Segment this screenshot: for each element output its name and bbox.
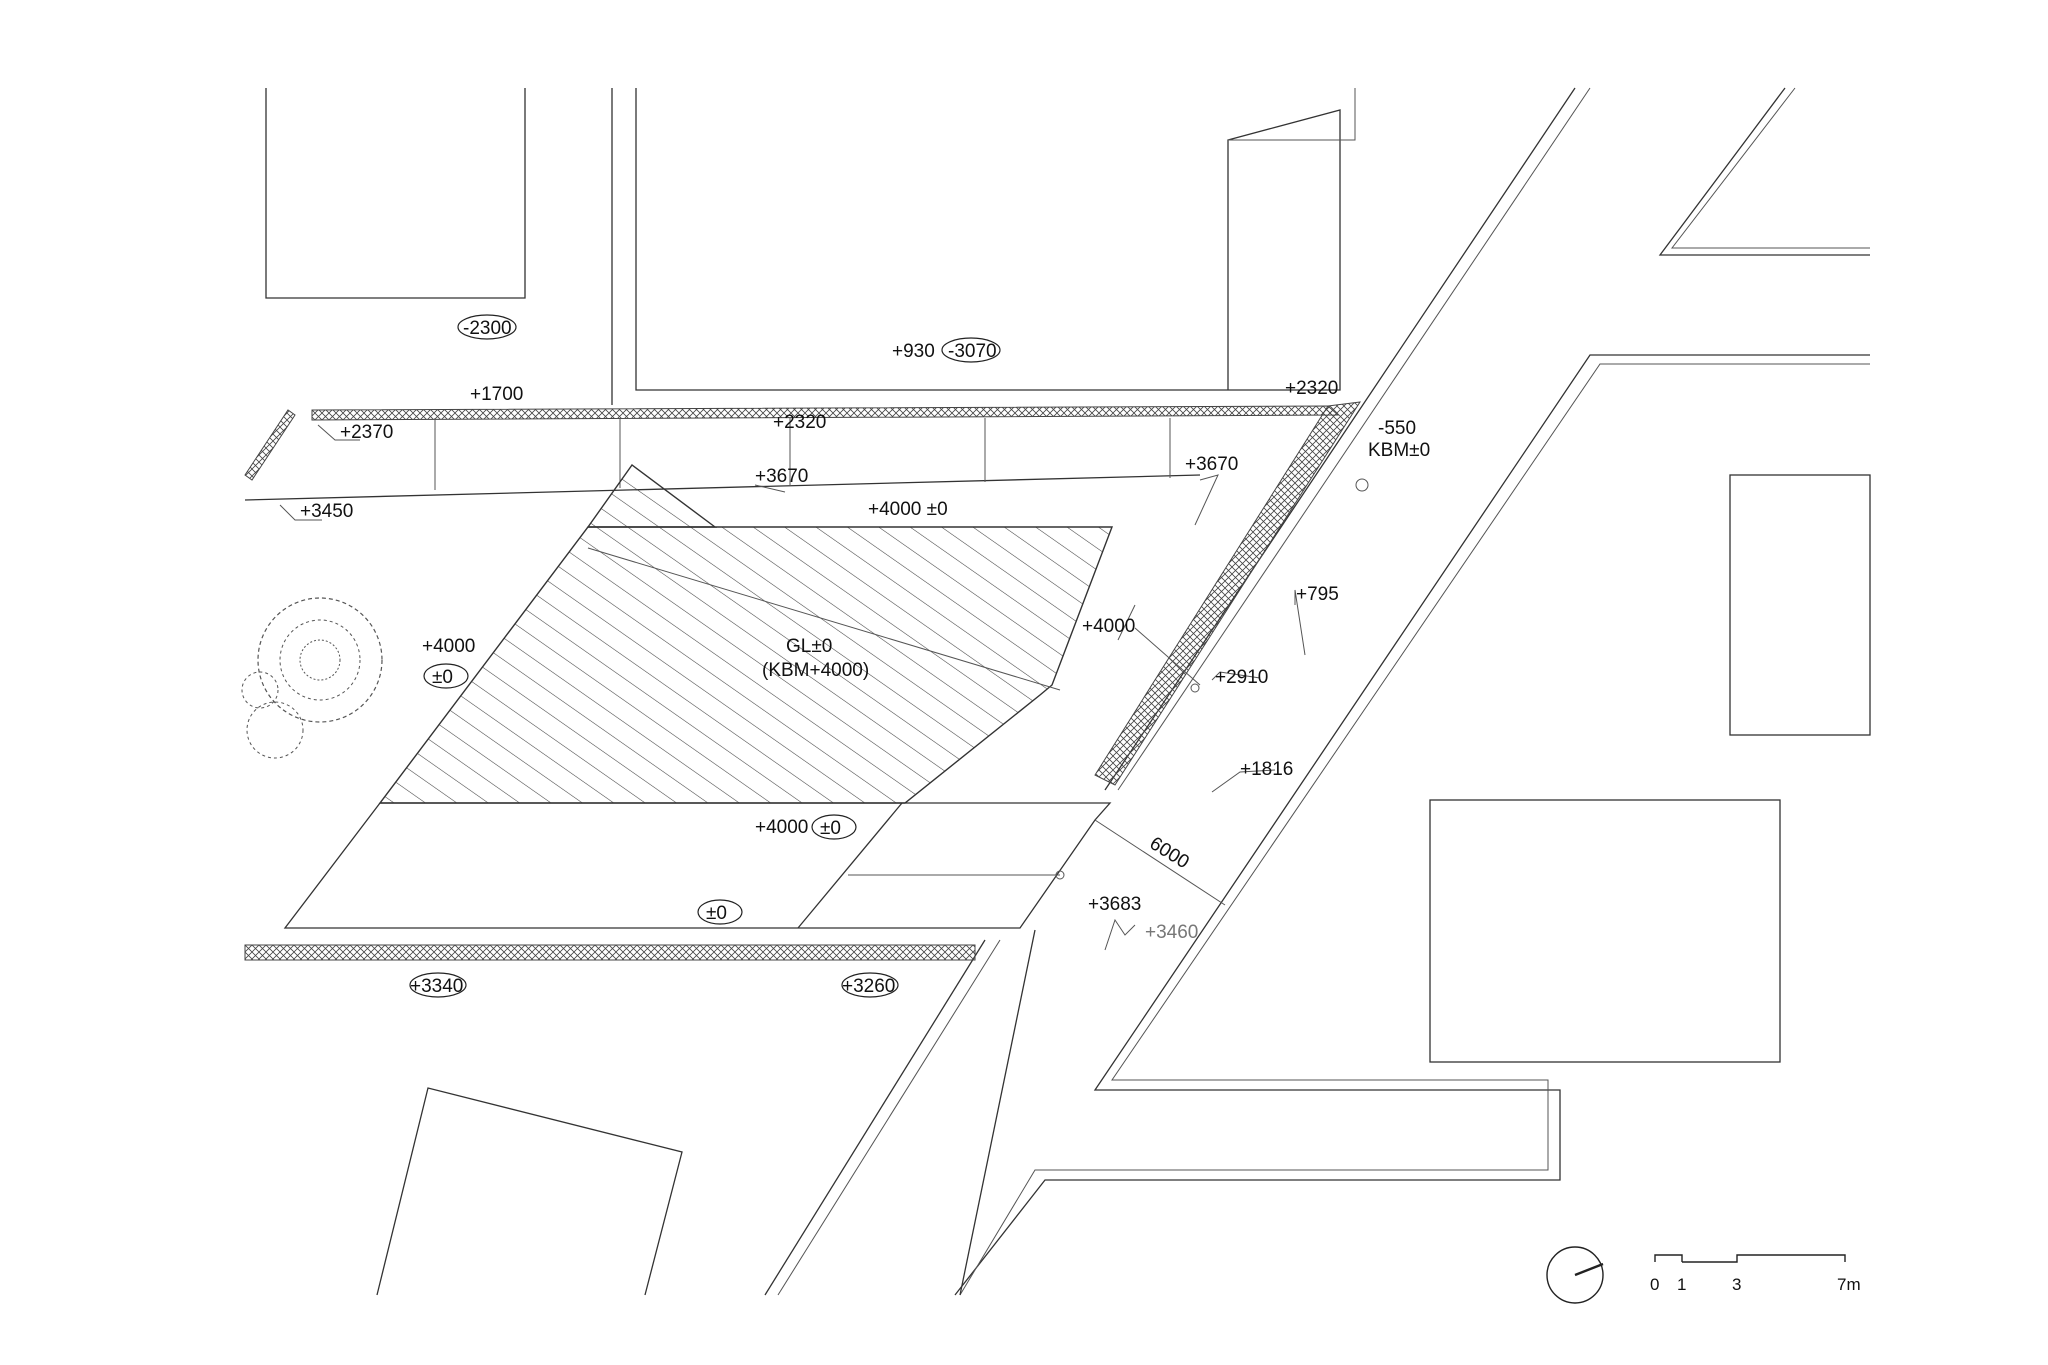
- scale-bar: 0 1 3 7m: [1650, 1254, 1861, 1294]
- level-label-m2300: -2300: [463, 318, 512, 339]
- neighbor-building-nw: [265, 88, 526, 299]
- level-label-1816: +1816: [1240, 759, 1293, 780]
- level-label-gl: GL±0: [786, 636, 832, 657]
- level-label-4000a: +4000: [422, 636, 475, 657]
- label-ring-3260: [841, 972, 899, 998]
- scale-tick-0: 0: [1650, 1275, 1659, 1294]
- north-arrow-icon: [1546, 1246, 1604, 1304]
- level-label-pm0b: ±0: [820, 818, 841, 839]
- label-ring-pm0c: [697, 899, 743, 925]
- building-south-west: [376, 1087, 683, 1296]
- building-east-top: [1658, 87, 1870, 256]
- level-label-3260: +3260: [842, 976, 895, 997]
- building-east-box-lower: [1429, 799, 1781, 1063]
- building-east-box-right: [1729, 474, 1871, 736]
- neighbor-building-north: [611, 88, 1356, 405]
- retaining-wall-north: [244, 405, 1340, 481]
- label-ring-pm0b: [811, 814, 857, 840]
- level-label-795: +795: [1296, 584, 1339, 605]
- level-label-2910: +2910: [1215, 667, 1268, 688]
- level-label-pm0c: ±0: [706, 903, 727, 924]
- level-label-2370: +2370: [340, 422, 393, 443]
- building-east-large: [954, 354, 1870, 1296]
- label-ring-3340: [409, 972, 467, 998]
- level-label-4000b: +4000: [1082, 616, 1135, 637]
- scale-tick-7m: 7m: [1837, 1275, 1861, 1294]
- level-label-3670a: +3670: [755, 466, 808, 487]
- label-ring-m3070: [941, 337, 1001, 363]
- level-label-2320a: +2320: [773, 412, 826, 433]
- retaining-wall-east: [1094, 401, 1361, 786]
- level-label-4000pm0: +4000 ±0: [868, 499, 948, 520]
- dimension-label-6000: 6000: [1146, 833, 1193, 873]
- level-labels: -2300 +930 -3070 +1700 +2370 +2320 +2320…: [300, 314, 1430, 998]
- wall-supports: [434, 418, 1171, 490]
- level-label-m3070: -3070: [948, 341, 997, 362]
- level-label-3460: +3460: [1145, 922, 1198, 943]
- level-label-930: +930: [892, 341, 935, 362]
- level-label-2320b: +2320: [1285, 378, 1338, 399]
- level-label-4000c: +4000: [755, 817, 808, 838]
- leaders: [279, 424, 1306, 951]
- retaining-wall-south: [244, 944, 976, 961]
- scale-tick-3: 3: [1732, 1275, 1741, 1294]
- level-label-pm0a: ±0: [432, 667, 453, 688]
- main-building-roof: [378, 464, 1114, 804]
- scale-tick-1: 1: [1677, 1275, 1686, 1294]
- label-ring-pm0a: [423, 663, 469, 689]
- level-label-3340: +3340: [410, 976, 463, 997]
- tree-icon: [241, 597, 383, 759]
- level-label-kbm0: KBM±0: [1368, 440, 1430, 461]
- level-label-3450: +3450: [300, 501, 353, 522]
- level-label-m550: -550: [1378, 418, 1416, 439]
- level-label-kbm4000: (KBM+4000): [762, 660, 869, 681]
- site-boundary: [244, 474, 1369, 929]
- label-ring-m2300: [457, 314, 517, 340]
- level-label-1700: +1700: [470, 384, 523, 405]
- level-label-3670b: +3670: [1185, 454, 1238, 475]
- level-label-3683: +3683: [1088, 894, 1141, 915]
